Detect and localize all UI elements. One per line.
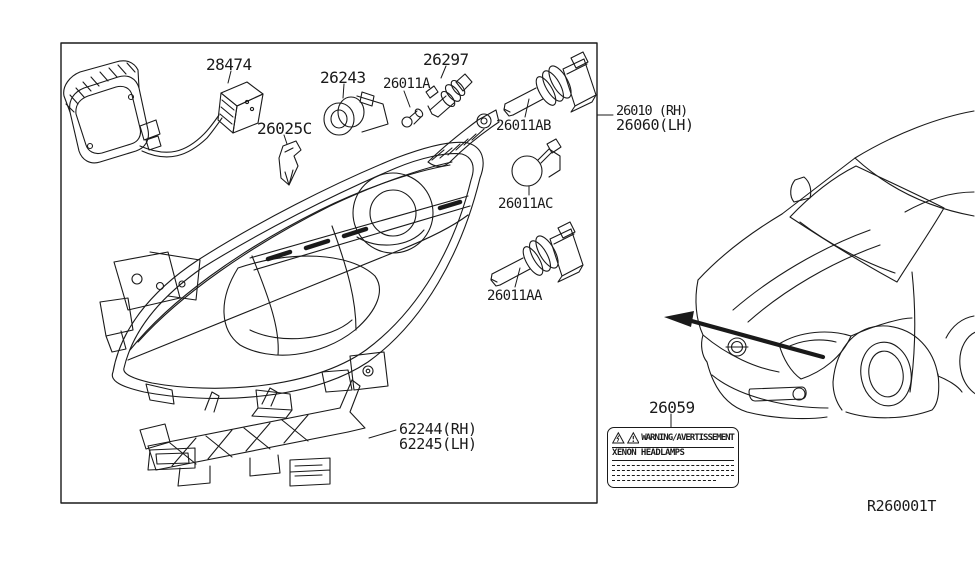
bulb-26297-drawing	[425, 73, 473, 118]
warning-fine-print-line	[612, 464, 734, 466]
bulb-26011ac-drawing	[511, 138, 562, 187]
part-label-26060-lh: 26060(LH)	[616, 116, 694, 134]
warning-subtitle: XENON HEADLAMPS	[612, 448, 734, 461]
warning-title: WARNING/AVERTISSEMENT	[641, 432, 735, 443]
figure-ref-code: R260001T	[867, 497, 937, 515]
part-label-26243: 26243	[320, 68, 366, 87]
part-label-26010-rh: 26010 (RH)	[616, 103, 688, 119]
warning-label: WARNING/AVERTISSEMENT XENON HEADLAMPS	[607, 427, 739, 488]
part-label-26011ab: 26011AB	[496, 118, 551, 134]
part-label-26011ac: 26011AC	[498, 196, 553, 212]
car-drawing	[695, 110, 975, 420]
connector-28474-drawing	[217, 81, 264, 134]
clip-26025c-drawing	[278, 140, 302, 186]
part-label-26059: 26059	[649, 398, 695, 417]
warning-fine-print-line	[612, 474, 734, 476]
warning-fine-print-line	[612, 479, 716, 481]
socket-26243-drawing	[323, 91, 389, 136]
cable-drawing	[139, 114, 223, 158]
part-label-26011aa: 26011AA	[487, 288, 542, 304]
bulb-26011a-drawing	[401, 108, 424, 128]
bracket-rail-drawing	[139, 379, 366, 487]
warning-fine-print-line	[612, 469, 734, 471]
diagram-border	[60, 42, 598, 504]
part-label-28474: 28474	[206, 55, 252, 74]
part-label-26025c: 26025C	[257, 119, 312, 138]
part-label-62244-rh: 62244(RH)	[399, 420, 477, 438]
ballast-drawing	[63, 60, 162, 164]
part-label-26011a: 26011A	[383, 76, 431, 92]
leader-lines	[227, 65, 672, 439]
exclamation-warning-icon	[626, 431, 640, 444]
part-label-62245-lh: 62245(LH)	[399, 435, 477, 453]
bulb-26011aa-drawing	[490, 221, 584, 287]
lightning-warning-icon	[612, 431, 625, 444]
headlamp-assembly-drawing	[99, 109, 500, 419]
warning-label-header: WARNING/AVERTISSEMENT	[612, 431, 735, 448]
part-label-26297: 26297	[423, 50, 469, 69]
bulb-26011ab-drawing	[503, 51, 597, 117]
direction-arrow	[664, 311, 826, 360]
